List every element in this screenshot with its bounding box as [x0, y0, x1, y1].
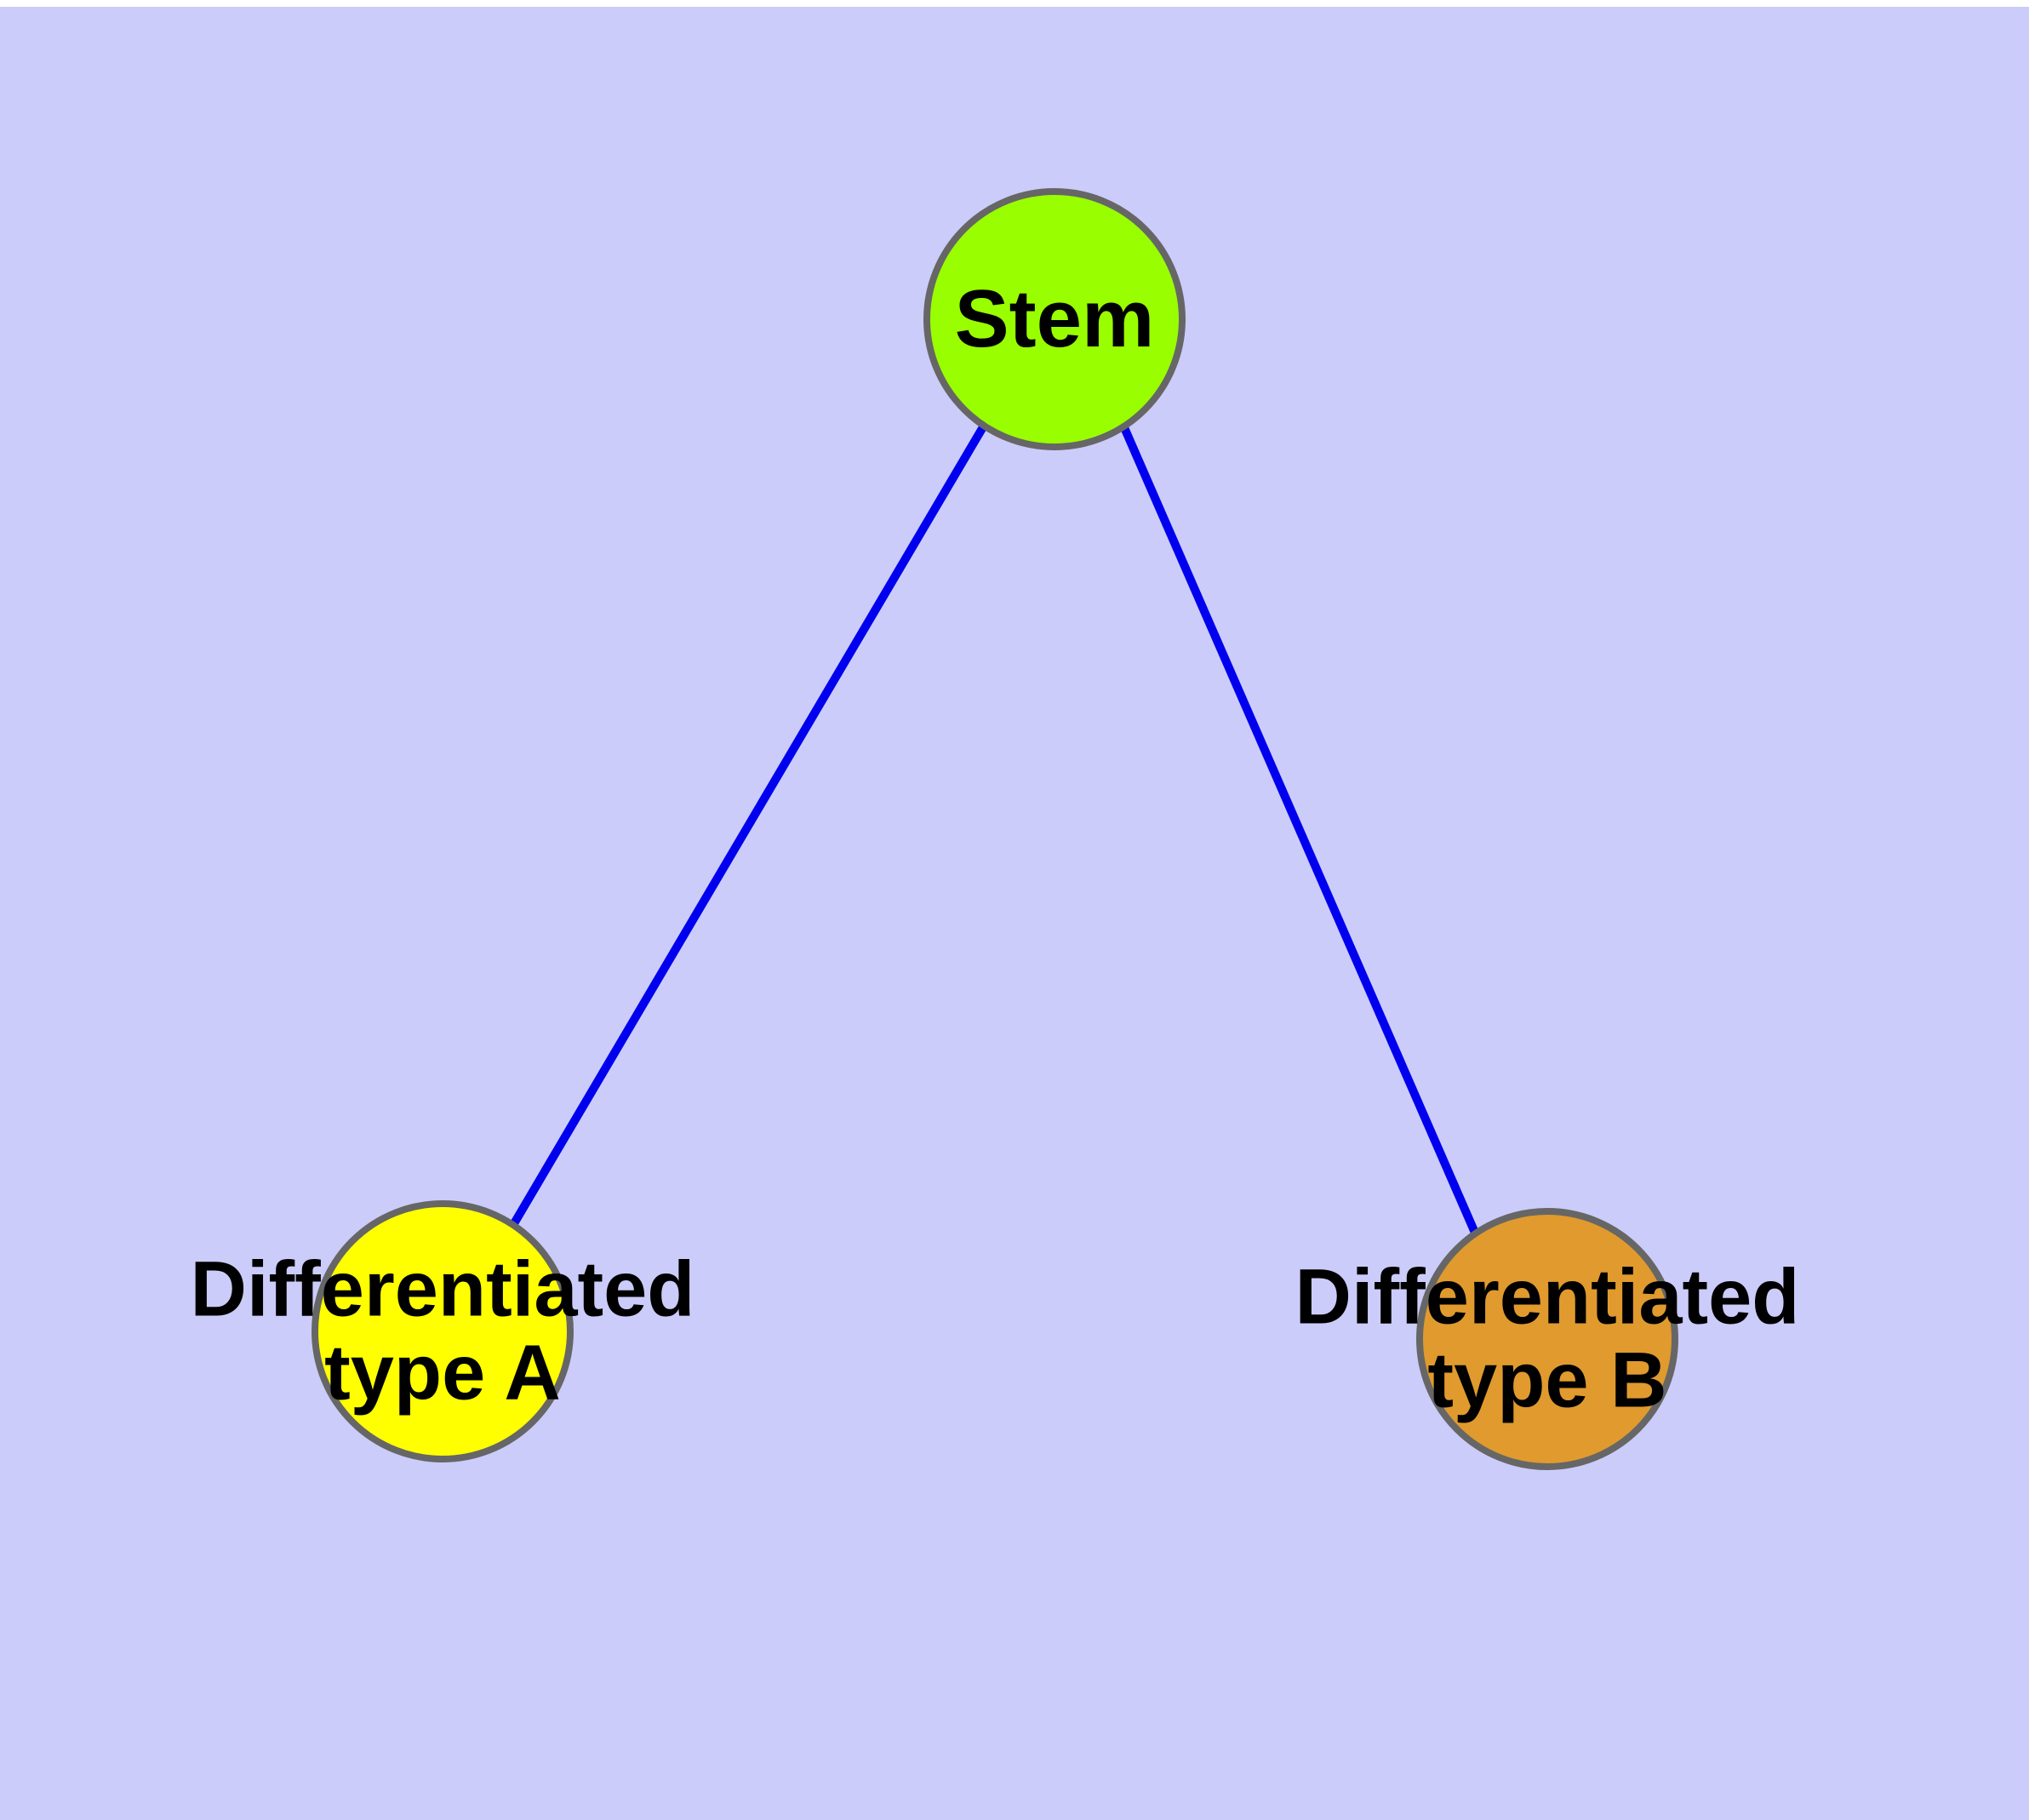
- edge-layer: [509, 423, 1479, 1234]
- node-stem[interactable]: [923, 188, 1186, 450]
- node-differentiated-type-b[interactable]: [1416, 1208, 1678, 1470]
- edge-stem-to-differentiated-type-b: [1119, 424, 1479, 1234]
- node-differentiated-type-a[interactable]: [311, 1200, 574, 1462]
- node-layer: [311, 188, 1678, 1470]
- edge-stem-to-differentiated-type-a: [509, 423, 988, 1228]
